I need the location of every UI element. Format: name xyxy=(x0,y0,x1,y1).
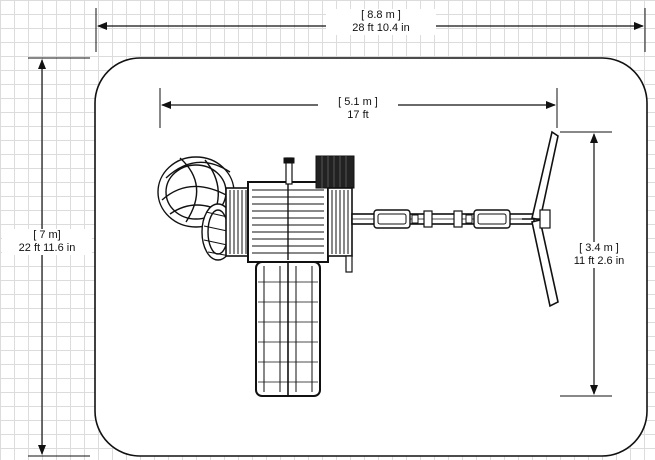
main-tower-deck xyxy=(247,157,329,263)
overall-width-metric: [ 8.8 m ] xyxy=(361,9,401,21)
overall-depth-dimension-line xyxy=(28,57,90,457)
tower-roof-panel xyxy=(315,155,355,189)
swing-depth-metric: [ 3.4 m ] xyxy=(579,242,619,254)
double-slide xyxy=(255,261,321,397)
structure-width-label: [ 5.1 m ] 17 ft xyxy=(318,96,398,122)
structure-width-imperial: 17 ft xyxy=(347,109,369,121)
overall-width-label: [ 8.8 m ] 28 ft 10.4 in xyxy=(326,9,436,35)
right-deck xyxy=(327,187,353,273)
overall-width-imperial: 28 ft 10.4 in xyxy=(352,22,410,34)
structure-width-metric: [ 5.1 m ] xyxy=(338,96,378,108)
overall-depth-imperial: 22 ft 11.6 in xyxy=(18,242,76,254)
spiral-slide xyxy=(157,156,235,261)
overall-depth-metric: [ 7 m] xyxy=(33,229,61,241)
swing-depth-label: [ 3.4 m ] 11 ft 2.6 in xyxy=(556,242,642,268)
swing-a-frame xyxy=(522,130,559,308)
overall-depth-label: [ 7 m] 22 ft 11.6 in xyxy=(2,229,92,255)
safety-zone-outline xyxy=(94,57,648,457)
left-deck xyxy=(225,187,249,257)
swing-depth-imperial: 11 ft 2.6 in xyxy=(573,255,625,267)
swing-beam xyxy=(351,209,535,229)
